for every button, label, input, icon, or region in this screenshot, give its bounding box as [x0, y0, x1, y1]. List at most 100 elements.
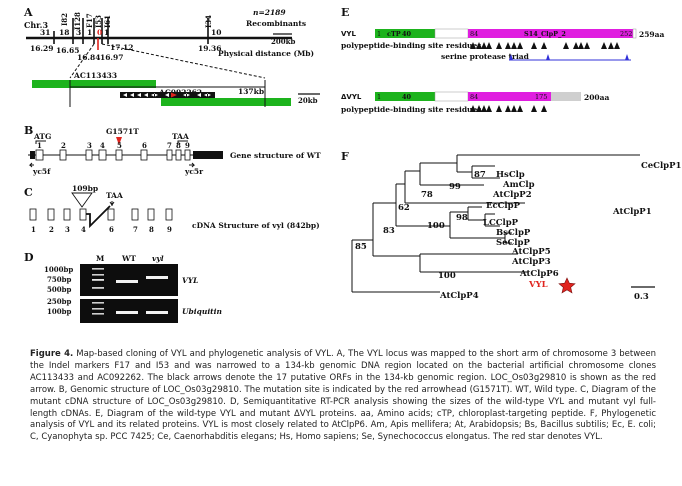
wt-band	[116, 280, 138, 283]
exon-box	[63, 208, 71, 221]
exon-number: 8	[176, 141, 181, 150]
ladder-label: 500bp	[47, 285, 72, 294]
lane-label: M	[96, 254, 104, 263]
ladder-label: 750bp	[47, 275, 72, 284]
taxon-label: AtClpP1	[612, 207, 652, 217]
phylogenetic-tree	[351, 154, 640, 293]
atg-arrow	[35, 140, 46, 144]
gene-label: VYL	[182, 276, 198, 285]
mutation-arrowhead	[116, 137, 122, 145]
ctp-end: 40	[402, 30, 412, 38]
physical-distance-label: Physical distance (Mb)	[218, 49, 314, 58]
recombinant-count: 1	[104, 28, 109, 37]
panel-f: F	[341, 150, 682, 302]
ladder-band	[92, 279, 104, 281]
panel-b: B ATG G1571T TAA 1 2 3 4 5 6 7 8 9 yc5f …	[24, 124, 321, 176]
wt-ubiquitin-band	[116, 311, 138, 314]
exon-number: 2	[61, 141, 66, 150]
panel-b-letter: B	[24, 124, 33, 137]
protein-label: ΔVYL	[341, 93, 362, 101]
s14-clpp-domain	[468, 29, 633, 38]
vyl-ubiquitin-band	[146, 311, 168, 314]
stop-marker-arrow	[109, 201, 115, 206]
gene-structure-title: Gene structure of WT	[230, 151, 321, 160]
bac-clone-ac113433	[32, 80, 156, 88]
panel-f-letter: F	[341, 150, 349, 163]
pbs-residue-markers	[470, 105, 547, 112]
tree-scale-label: 0.3	[634, 292, 649, 302]
ctp-domain	[375, 29, 435, 38]
taxon-label: SeClpP	[496, 238, 530, 248]
taxon-label: EcClpP	[486, 201, 521, 211]
exon-number: 9	[185, 141, 190, 150]
bootstrap-value: 100	[427, 221, 445, 231]
frameshift-region	[551, 92, 581, 101]
spliced-junction	[86, 205, 111, 229]
exon-box	[79, 208, 87, 221]
primer-f-arrow	[28, 162, 34, 168]
ladder-band	[92, 268, 104, 270]
ladder-label: 1000bp	[44, 265, 73, 274]
s14-label: S14_ClpP_2	[524, 30, 566, 38]
deleted-segment	[71, 192, 93, 208]
bootstrap-value: 87	[474, 170, 486, 180]
marker-name: I34	[204, 15, 213, 28]
exon-number: 2	[49, 225, 54, 234]
gene-label: Ubiquitin	[182, 307, 222, 316]
mutation-label: G1571T	[106, 127, 139, 136]
exon-number: 6	[109, 225, 114, 234]
position-label: 16.84	[77, 53, 101, 62]
recombinants-label: Recombinants	[246, 19, 306, 28]
exon-box	[85, 149, 93, 161]
s14-clpp-domain-truncated	[468, 92, 551, 101]
lane-label: WT	[121, 254, 136, 263]
caption-label: Figure 4.	[30, 349, 74, 359]
taxon-label: AtClpP3	[511, 257, 551, 267]
exon-number: 4	[100, 141, 105, 150]
exon-box	[175, 149, 182, 161]
zoom-line	[101, 43, 266, 79]
taxon-label: AtClpP5	[511, 247, 551, 257]
pbs-label: polypeptide-binding site residues	[341, 41, 482, 50]
cdna-structure-title: cDNA Structure of vyl (842bp)	[192, 221, 320, 230]
triad-label: serine protease triad	[441, 52, 530, 61]
taa-label: TAA	[172, 132, 189, 141]
exon-box	[166, 149, 173, 161]
orf-arrows	[123, 92, 211, 98]
recombinant-count: 10	[211, 28, 221, 37]
marker-name: I82	[60, 13, 69, 26]
exon-box	[131, 208, 139, 221]
vyl-band	[146, 276, 168, 279]
exon-number: 3	[87, 141, 92, 150]
exon-box	[147, 208, 155, 221]
panel-a-letter: A	[23, 6, 33, 19]
marker-name: F17	[85, 13, 94, 28]
exon-number: 7	[133, 225, 138, 234]
bootstrap-value: 99	[449, 182, 461, 192]
panel-a: A Chr.3 n=2189 Recombinants I82 I128 F17…	[23, 6, 320, 107]
linker-region	[434, 91, 469, 102]
panel-d-letter: D	[24, 251, 34, 264]
pbs-residue-markers	[470, 42, 620, 49]
taxon-label: AmClp	[502, 180, 535, 190]
ctp-domain	[375, 92, 435, 101]
ladder-band	[92, 274, 104, 276]
bootstrap-value: 62	[398, 203, 410, 213]
exon-box	[35, 149, 44, 161]
exon-number: 7	[167, 141, 172, 150]
s14-end: 252	[620, 30, 632, 38]
exon-box	[140, 149, 148, 161]
taxon-label: BsClpP	[496, 228, 531, 238]
position-label: 16.65	[56, 46, 80, 55]
marker-name: I53	[94, 15, 103, 28]
primer-r-label: yc5r	[184, 167, 204, 176]
exon-box	[115, 149, 123, 161]
red-orf-arrow	[171, 92, 177, 98]
caption-text: Map-based cloning of VYL and phylogeneti…	[30, 349, 657, 443]
exon-box	[29, 208, 37, 221]
chromosome-label: Chr.3	[24, 20, 48, 30]
ladder-band	[92, 313, 104, 315]
exon-number: 4	[81, 225, 86, 234]
recombinant-count-zero: 0	[97, 28, 102, 37]
